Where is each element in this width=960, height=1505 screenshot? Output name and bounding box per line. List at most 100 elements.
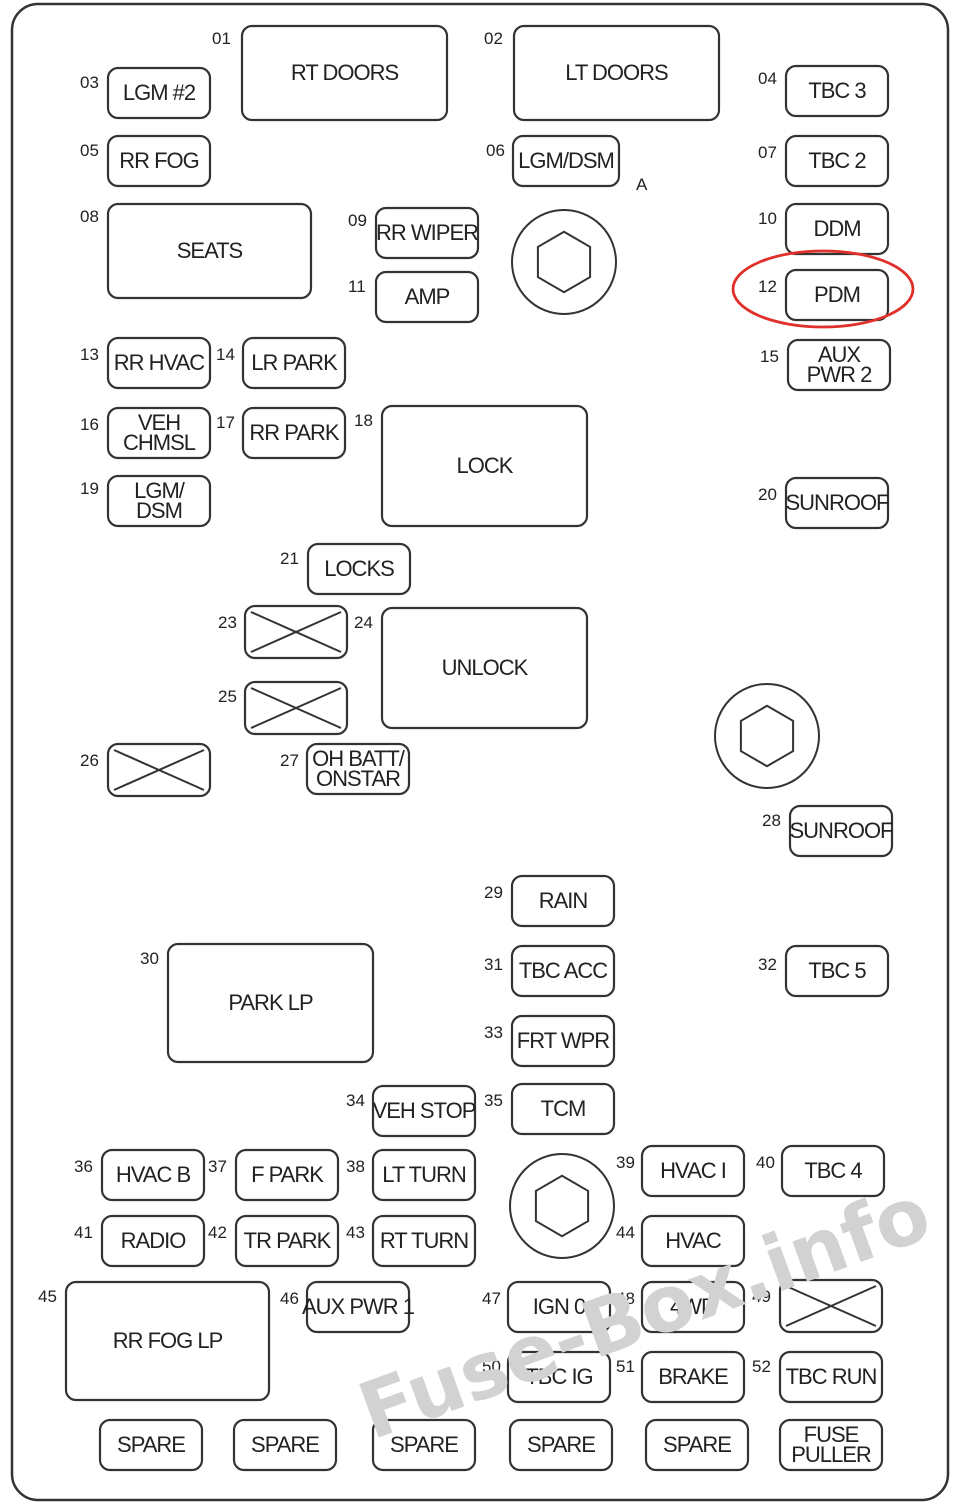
fuse-number: 09 [348, 211, 367, 230]
fuse-label: AUX [818, 342, 862, 367]
fuse-number: 35 [484, 1091, 503, 1110]
fuse-slot-box [371, 1214, 477, 1268]
fuse-number: 44 [616, 1223, 635, 1242]
fuse-23: 23 [218, 604, 349, 660]
fuse-number: 49 [752, 1287, 771, 1306]
fuse-slot-box [371, 1148, 477, 1202]
fuse-slot-box [640, 1350, 746, 1404]
fuse-label: LOCKS [324, 556, 394, 581]
fuse-label: 4WD [670, 1294, 716, 1319]
fuse-label: RT TURN [380, 1228, 468, 1253]
fuse-slot-box [640, 1144, 746, 1198]
fuse-label: TCM [541, 1096, 586, 1121]
fuse-label: AMP [405, 284, 450, 309]
fuse-slot-box [644, 1418, 750, 1472]
fuse-slot-box [374, 206, 480, 260]
fuse-slot-box [305, 742, 411, 796]
fuse-number: 51 [616, 1357, 635, 1376]
mounting-bolts [509, 209, 820, 1259]
fuse-slot-box [511, 134, 621, 188]
fuse-slot-box [106, 202, 313, 300]
fuse-label: TR PARK [244, 1228, 332, 1253]
fuse-number: 42 [208, 1223, 227, 1242]
fuse-label: SPARE [117, 1432, 185, 1457]
fuse-slot-box [106, 474, 212, 528]
fuse-slot-box [784, 944, 890, 998]
fuse-slot-box [510, 1082, 616, 1136]
fuse-number: 29 [484, 883, 503, 902]
fuse-32: TBC 532 [758, 944, 890, 998]
fuse-label: BRAKE [658, 1364, 728, 1389]
fuse-label: LGM/DSM [518, 148, 614, 173]
empty-slot-cross [113, 749, 205, 791]
fuse-label: HVAC B [116, 1162, 191, 1187]
fuse-03: LGM #203 [80, 66, 212, 120]
fuse-number: 48 [616, 1289, 635, 1308]
fuse-number: 21 [280, 549, 299, 568]
fuse-number: 52 [752, 1357, 771, 1376]
hex-bolt-icon [739, 704, 795, 768]
fuse-number: 25 [218, 687, 237, 706]
fuse-number: 16 [80, 415, 99, 434]
fuse-number: 11 [348, 277, 366, 296]
fuse-label: VEH STOP [373, 1098, 476, 1123]
fuse-slot-box [166, 942, 375, 1064]
fuse-label: CHMSL [123, 430, 196, 455]
fuse-slot-box [232, 1418, 338, 1472]
fuse-slot-box [380, 404, 589, 528]
fuse-label: TBC IG [525, 1364, 592, 1389]
fuse-label: LGM/ [134, 478, 186, 503]
fuse-number: 05 [80, 141, 99, 160]
fuse-07: TBC 2 07 [758, 134, 890, 188]
fuse-slot-box [506, 1350, 612, 1404]
fuse-slot-box [106, 134, 212, 188]
fuse-label: SPARE [251, 1432, 319, 1457]
hex-bolt-icon [536, 230, 592, 294]
fuse-slot-box [780, 1144, 886, 1198]
fuse-number: 39 [616, 1153, 635, 1172]
fuse-slot-box [778, 1350, 884, 1404]
fuse-35: TCM 35 [484, 1082, 616, 1136]
fuse-label: HVAC I [660, 1158, 726, 1183]
fuse-label: AUX PWR 1 [302, 1294, 415, 1319]
fuse-label: SPARE [663, 1432, 731, 1457]
fuse-slot-box [510, 874, 616, 928]
fuse-number: 20 [758, 485, 777, 504]
fuse-label: DSM [136, 498, 182, 523]
fuse-slot-box [778, 1418, 884, 1472]
highlight-circle-fuse-12 [731, 249, 915, 329]
fuse-number: 43 [346, 1223, 365, 1242]
fuse-43: RT TURN 43 [346, 1214, 477, 1268]
fuse-number: 41 [74, 1223, 93, 1242]
fuse-number: 12 [758, 277, 777, 296]
fuse-number: 46 [280, 1289, 299, 1308]
marker-a-label: A [636, 175, 648, 194]
fuse-number: 07 [758, 143, 777, 162]
fuse-label: SPARE [527, 1432, 595, 1457]
fuse-number: 31 [484, 955, 503, 974]
fuse-spare-52: SPARE [232, 1418, 338, 1472]
fuse-slot-box [106, 336, 212, 390]
fuse-slot-box [64, 1280, 271, 1402]
fuse-label: LOCK [457, 453, 514, 478]
fuse-slot-box [234, 1214, 340, 1268]
fuse-46: AUX PWR 146 [280, 1280, 416, 1334]
fuse-label: PULLER [791, 1442, 871, 1467]
fuse-label: TBC 2 [808, 148, 866, 173]
fuse-label: PARK LP [228, 990, 313, 1015]
fuse-slot-box [100, 1148, 206, 1202]
fuse-slot-box [241, 406, 347, 460]
